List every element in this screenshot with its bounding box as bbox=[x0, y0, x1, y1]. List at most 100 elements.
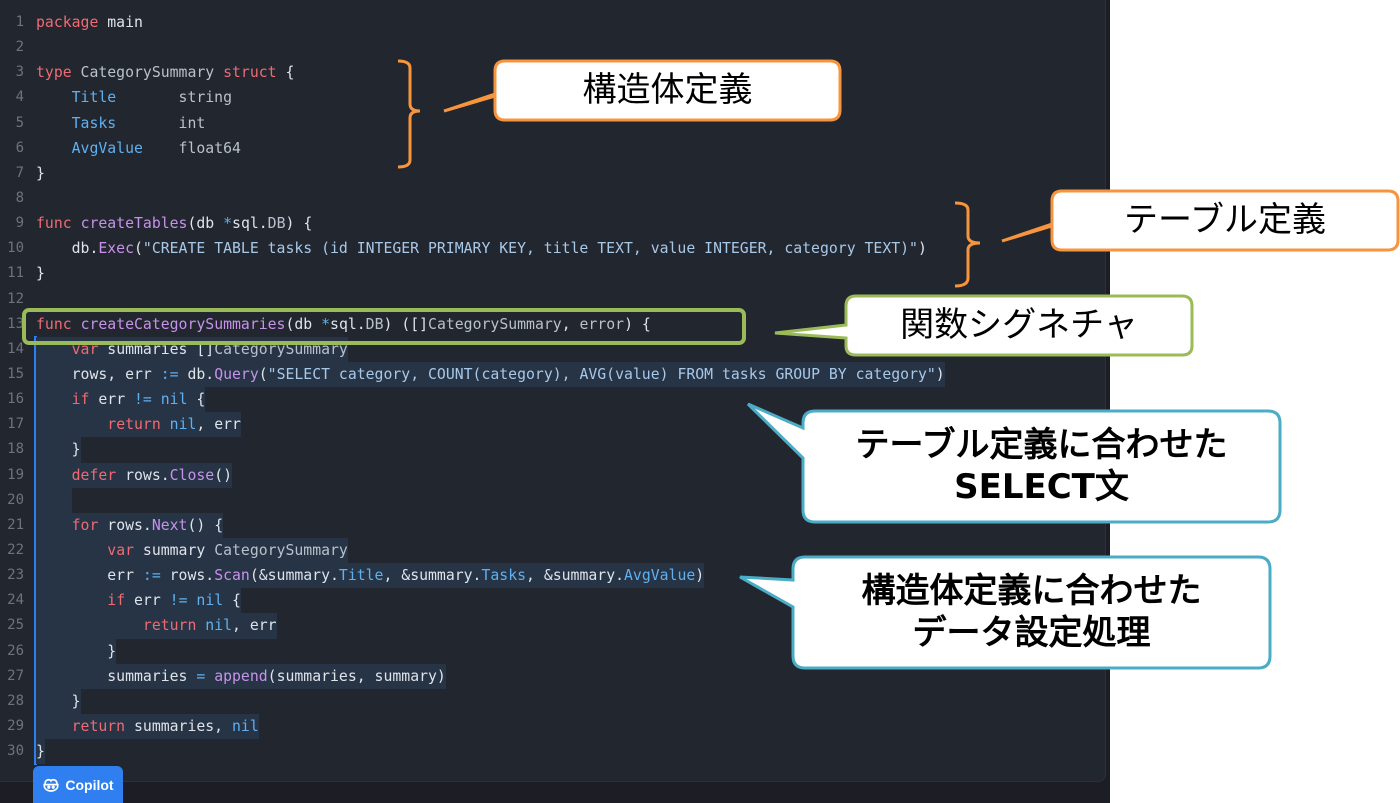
code-token bbox=[36, 115, 72, 132]
code-token: != bbox=[169, 592, 188, 610]
code-line[interactable]: 4 Title string bbox=[0, 85, 1100, 110]
code-token: (summaries, summary) bbox=[267, 667, 446, 685]
code-line[interactable]: 21 for rows.Next() { bbox=[0, 512, 1100, 538]
code-token: var bbox=[107, 541, 135, 559]
code-line[interactable]: 26 } bbox=[0, 638, 1100, 664]
code-line[interactable]: 18 } bbox=[0, 437, 1100, 463]
code-token: } bbox=[36, 441, 81, 459]
code-text: summaries = append(summaries, summary) bbox=[36, 663, 446, 689]
code-token: Title bbox=[338, 567, 384, 585]
code-text: } bbox=[36, 688, 81, 714]
code-line[interactable]: 1 package main bbox=[0, 10, 1100, 35]
code-token: CategorySummary bbox=[71, 64, 224, 82]
code-line[interactable]: 2 bbox=[0, 35, 1100, 60]
code-token: CategorySummary bbox=[428, 315, 562, 333]
code-line[interactable]: 8 bbox=[0, 186, 1100, 211]
code-line[interactable]: 17 return nil, err bbox=[0, 412, 1100, 438]
code-line[interactable]: 30} bbox=[0, 739, 1100, 765]
code-token: return bbox=[142, 617, 197, 635]
code-token: append bbox=[214, 667, 268, 685]
line-number: 28 bbox=[7, 692, 24, 709]
function-signature-label: 関数シグネチャ bbox=[900, 304, 1138, 345]
code-token: nil bbox=[205, 617, 233, 635]
code-line[interactable]: 23 err := rows.Scan(&summary.Title, &sum… bbox=[0, 563, 1100, 589]
code-line[interactable]: 7} bbox=[0, 161, 1100, 186]
code-token: sql. bbox=[232, 215, 268, 233]
code-token: Title bbox=[71, 89, 117, 107]
code-line[interactable]: 6 AvgValue float64 bbox=[0, 136, 1100, 161]
code-token: } bbox=[36, 265, 45, 283]
code-token: } bbox=[36, 743, 45, 761]
line-number: 14 bbox=[7, 340, 24, 357]
code-line[interactable]: 20 bbox=[0, 487, 1100, 513]
code-token: struct bbox=[223, 64, 277, 82]
code-token: nil bbox=[232, 717, 259, 735]
copilot-button[interactable]: Copilot bbox=[33, 766, 123, 803]
code-token: , err bbox=[196, 416, 241, 434]
code-text: return nil, err bbox=[36, 613, 277, 639]
code-text: defer rows.Close() bbox=[36, 462, 233, 488]
code-line[interactable]: 5 Tasks int bbox=[0, 111, 1100, 136]
code-token: error bbox=[579, 315, 625, 333]
code-text: AvgValue float64 bbox=[36, 136, 241, 161]
code-token bbox=[36, 718, 72, 735]
code-token: float64 bbox=[142, 139, 241, 157]
code-line[interactable]: 29 return summaries, nil bbox=[0, 713, 1100, 740]
code-line[interactable]: 25 return nil, err bbox=[0, 613, 1100, 639]
code-token: (&summary. bbox=[249, 567, 339, 585]
table-definition-label: テーブル定義 bbox=[1124, 199, 1326, 240]
code-line[interactable]: 11} bbox=[0, 261, 1100, 286]
code-token: rows. bbox=[116, 466, 170, 484]
line-number: 21 bbox=[7, 516, 24, 533]
code-token: Close bbox=[169, 466, 215, 484]
code-token: () { bbox=[187, 516, 224, 534]
code-line[interactable]: 22 var summary CategorySummary bbox=[0, 537, 1100, 564]
line-number: 1 bbox=[15, 14, 24, 30]
code-token: ) bbox=[695, 567, 705, 585]
code-line[interactable]: 27 summaries = append(summaries, summary… bbox=[0, 663, 1100, 689]
line-number: 27 bbox=[7, 667, 24, 684]
code-token: } bbox=[36, 642, 117, 660]
code-line[interactable]: 16 if err != nil { bbox=[0, 387, 1100, 413]
code-line[interactable]: 10 db.Exec("CREATE TABLE tasks (id INTEG… bbox=[0, 236, 1100, 261]
code-token: CategorySummary bbox=[214, 541, 348, 559]
code-token: = bbox=[196, 667, 206, 685]
code-token: * bbox=[321, 315, 331, 333]
code-line[interactable]: 19 defer rows.Close() bbox=[0, 462, 1100, 488]
code-token bbox=[36, 517, 72, 534]
code-line[interactable]: 12 bbox=[0, 287, 1100, 312]
code-token: int bbox=[116, 114, 206, 132]
line-number: 5 bbox=[15, 114, 24, 131]
code-token: ( bbox=[258, 365, 268, 383]
code-token bbox=[36, 391, 72, 408]
code-token: AvgValue bbox=[624, 567, 696, 585]
code-text: package main bbox=[36, 10, 143, 35]
code-token bbox=[152, 391, 161, 408]
code-text: if err != nil { bbox=[36, 588, 241, 614]
code-line[interactable]: 24 if err != nil { bbox=[0, 588, 1100, 614]
code-token bbox=[205, 668, 214, 685]
code-token: rows, err bbox=[36, 365, 161, 383]
code-token: DB bbox=[267, 215, 286, 233]
code-token: err bbox=[89, 391, 135, 409]
code-token: CategorySummary bbox=[214, 340, 348, 358]
code-token: , &summary. bbox=[383, 567, 482, 585]
code-token: err bbox=[36, 567, 143, 585]
code-token: "CREATE TABLE tasks (id INTEGER PRIMARY … bbox=[142, 240, 918, 258]
data-setting-callout: 構造体定義に合わせた データ設定処理 bbox=[794, 558, 1269, 667]
code-text: } bbox=[36, 261, 45, 286]
code-text: err := rows.Scan(&summary.Title, &summar… bbox=[36, 563, 705, 589]
code-line[interactable]: 15 rows, err := db.Query("SELECT categor… bbox=[0, 361, 1100, 388]
code-token: main bbox=[98, 14, 143, 31]
line-number: 11 bbox=[7, 265, 24, 282]
code-token: nil bbox=[169, 416, 197, 434]
code-text: if err != nil { bbox=[36, 387, 206, 413]
code-token: rows. bbox=[160, 567, 215, 585]
code-line[interactable]: 28 } bbox=[0, 688, 1100, 714]
code-token: } bbox=[36, 164, 45, 182]
code-token: { bbox=[223, 592, 241, 610]
